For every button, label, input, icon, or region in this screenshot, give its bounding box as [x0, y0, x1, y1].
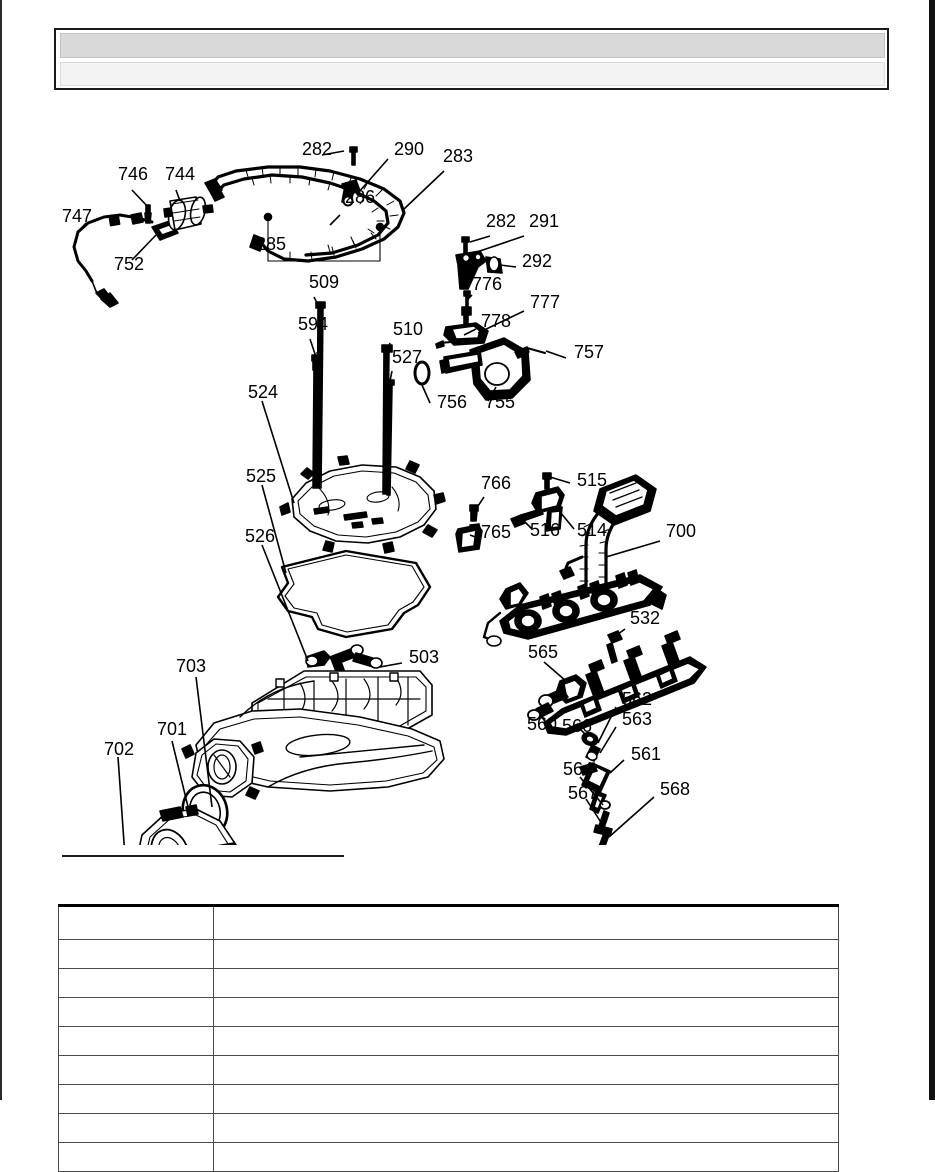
- cell-part-number: [58, 968, 214, 998]
- cell-description: [213, 1142, 839, 1172]
- cell-description: [213, 1084, 839, 1114]
- callout-510: 510: [393, 319, 423, 339]
- callout-514: 514: [577, 520, 607, 540]
- table-row: [58, 1055, 839, 1085]
- callout-532: 532: [630, 608, 660, 628]
- column-header-part-number: [58, 904, 214, 940]
- part-group-gasket-525: [276, 549, 432, 639]
- table-row: [58, 1026, 839, 1056]
- callout-283: 283: [443, 146, 473, 166]
- callout-755: 755: [485, 392, 515, 412]
- header-subtitle-band: [60, 62, 885, 86]
- callout-285: 285: [256, 234, 286, 254]
- callout-567: 567: [568, 783, 598, 803]
- parts-diagram-svg: 746 744 747 752 282 290 283 286 285 282 291 292 776 7…: [62, 139, 707, 845]
- callout-744: 744: [165, 164, 195, 184]
- callout-563: 563: [622, 709, 652, 729]
- callout-594: 594: [298, 314, 328, 334]
- callout-527: 527: [392, 347, 422, 367]
- callout-701: 701: [157, 719, 187, 739]
- cell-part-number: [58, 939, 214, 969]
- table-row: [58, 1084, 839, 1114]
- callout-509: 509: [309, 272, 339, 292]
- callout-526: 526: [245, 526, 275, 546]
- cell-part-number: [58, 997, 214, 1027]
- cell-description: [213, 1026, 839, 1056]
- callout-757: 757: [574, 342, 604, 362]
- callout-562: 562: [622, 689, 652, 709]
- callout-524: 524: [248, 382, 278, 402]
- part-group-actuator-755: [413, 337, 546, 401]
- callout-525: 525: [246, 466, 276, 486]
- part-group-bracket-291: [455, 236, 503, 290]
- table-row: [58, 997, 839, 1027]
- cell-description: [213, 968, 839, 998]
- table-row: [58, 1113, 839, 1143]
- callout-747: 747: [62, 206, 92, 226]
- parts-diagram: 746 744 747 752 282 290 283 286 285 282 291 292 776 7…: [0, 105, 935, 845]
- callout-752: 752: [114, 254, 144, 274]
- cell-description: [213, 939, 839, 969]
- table-row: [58, 939, 839, 969]
- callout-290: 290: [394, 139, 424, 159]
- cell-part-number: [58, 1113, 214, 1143]
- callout-564: 564: [563, 759, 593, 779]
- callout-292: 292: [522, 251, 552, 271]
- callout-565: 565: [528, 642, 558, 662]
- callout-756: 756: [437, 392, 467, 412]
- callout-703: 703: [176, 656, 206, 676]
- column-header-description: [213, 904, 839, 940]
- callout-503: 503: [409, 647, 439, 667]
- callout-number-layer: 746 744 747 752 282 290 283 286 285 282 291 292 776 7…: [62, 139, 696, 803]
- leader-lines: [77, 150, 661, 845]
- callout-746: 746: [118, 164, 148, 184]
- callout-515: 515: [577, 470, 607, 490]
- callout-702: 702: [104, 739, 134, 759]
- cell-part-number: [58, 1142, 214, 1172]
- cell-part-number: [58, 1055, 214, 1085]
- table-row: [58, 1142, 839, 1172]
- callout-766: 766: [481, 473, 511, 493]
- table-row: [58, 968, 839, 998]
- section-divider-rule: [62, 855, 344, 857]
- part-group-intake-cover-524: [279, 301, 446, 554]
- callout-778: 778: [481, 311, 511, 331]
- table-body: [58, 939, 839, 1172]
- part-group-fuel-filter: [72, 196, 214, 308]
- callout-516: 516: [530, 520, 560, 540]
- callout-566: 566: [562, 716, 592, 736]
- cell-part-number: [58, 1084, 214, 1114]
- part-group-fuel-rail-560: [527, 630, 707, 845]
- cell-description: [213, 997, 839, 1027]
- cell-description: [213, 1113, 839, 1143]
- header-title-band: [60, 33, 885, 58]
- table-header-row: [58, 904, 839, 940]
- callout-765: 765: [481, 522, 511, 542]
- header-bar: [54, 28, 889, 90]
- callout-700: 700: [666, 521, 696, 541]
- callout-776: 776: [472, 274, 502, 294]
- callout-777: 777: [530, 292, 560, 312]
- part-group-bracket-765: [455, 504, 483, 553]
- part-group-vapor-hoses: [204, 146, 406, 263]
- callout-568: 568: [660, 779, 690, 799]
- parts-table: [58, 904, 839, 1172]
- callout-282: 282: [486, 211, 516, 231]
- callout-561: 561: [631, 744, 661, 764]
- cell-description: [213, 1055, 839, 1085]
- callout-282: 282: [302, 139, 332, 159]
- part-group-harness-700: [482, 474, 667, 647]
- cell-part-number: [58, 1026, 214, 1056]
- callout-560: 560: [527, 714, 557, 734]
- callout-291: 291: [529, 211, 559, 231]
- callout-286: 286: [345, 187, 375, 207]
- part-group-intake-manifold-503: [181, 670, 445, 803]
